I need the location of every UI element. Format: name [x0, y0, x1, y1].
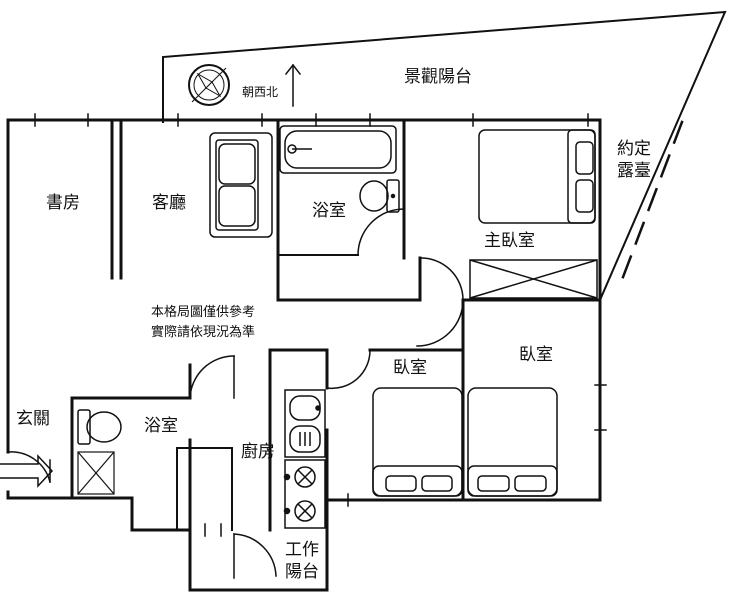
work-balcony-label: 工作 陽台	[280, 539, 324, 583]
terrace-label-line1: 約定	[617, 139, 651, 159]
terrace-label: 約定 露臺	[612, 138, 656, 182]
bed-icon-2	[467, 387, 558, 497]
small-bathroom-label: 浴室	[144, 416, 178, 436]
wardrobe-icon	[469, 259, 598, 299]
entry-arrow	[0, 454, 54, 488]
disclaimer-note: 本格局圖僅供參考 實際請依現況為準	[118, 303, 288, 343]
toilet-icon	[359, 179, 400, 213]
balcony-outline	[162, 10, 727, 302]
balcony-view-label: 景觀陽台	[404, 67, 472, 87]
terrace-boundary	[618, 120, 684, 287]
compass-label: 朝西北	[242, 85, 279, 99]
work-balcony-label-line2: 陽台	[285, 562, 319, 582]
interior-walls	[110, 118, 602, 532]
work-balcony-label-line1: 工作	[285, 540, 319, 560]
kitchen-label: 廚房	[241, 442, 275, 462]
master-bedroom-label: 主臥室	[484, 231, 535, 251]
bed-icon-1	[372, 387, 463, 497]
main-bathroom-label: 浴室	[312, 201, 346, 221]
disclaimer-line1: 本格局圖僅供參考	[150, 305, 255, 320]
window-ticks	[34, 113, 607, 537]
sofa-icon	[209, 132, 273, 238]
doors	[7, 208, 464, 579]
terrace-label-line2: 露臺	[617, 161, 651, 181]
bathtub-icon	[279, 125, 397, 174]
compass-icon	[188, 64, 230, 106]
outer-walls	[6, 118, 602, 592]
disclaimer-line2: 實際請依現況為準	[150, 325, 255, 340]
living-room-label: 客廳	[152, 193, 186, 213]
bedroom-2-label: 臥室	[519, 345, 553, 365]
north-arrow	[284, 63, 302, 107]
stove-icon	[283, 459, 326, 529]
sink-icon	[284, 389, 326, 458]
toilet-icon-small	[77, 409, 122, 445]
shower-icon	[77, 451, 115, 495]
study-label: 書房	[46, 193, 80, 213]
bedroom-1-label: 臥室	[393, 358, 427, 378]
entrance-label: 玄關	[16, 409, 50, 429]
master-bed-icon	[478, 129, 596, 224]
